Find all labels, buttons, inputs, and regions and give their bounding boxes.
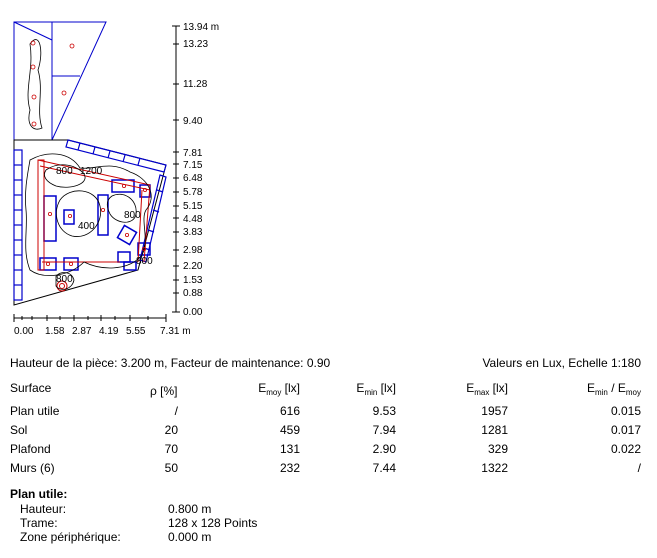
y-tick-label: 11.28 [183,79,208,90]
y-tick-label: 7.15 [183,160,203,171]
calc-points [46,183,147,266]
x-tick-label: 5.55 [126,326,146,337]
isoline-label: 800 [56,166,73,177]
y-tick-label: 7.81 [183,148,203,159]
emoy-e: E [258,381,267,395]
x-tick-label: 7.31 m [160,326,191,337]
y-tick-label: 5.78 [183,187,203,198]
row-ratio: 0.015 [610,404,641,418]
ratio-e1: E [586,381,595,395]
row-rho: 70 [164,442,178,456]
y-tick-label: 9.40 [183,116,203,127]
row-emin: 9.53 [372,404,396,418]
row-rho: 50 [164,461,178,475]
col-header-emax: Emax [lx] [430,381,508,400]
x-tick-label: 0.00 [14,326,34,337]
workplane-value: 0.000 m [168,530,212,544]
emin-e: E [356,381,365,395]
row-rho: 20 [164,423,178,437]
row-ratio: 0.017 [610,423,641,437]
row-emax: 1322 [481,461,508,475]
emoy-unit: [lx] [281,381,300,395]
y-tick-label: 3.83 [183,227,203,238]
ratio-sub1: min [594,388,608,397]
col-header-emin: Emin [lx] [320,381,396,400]
isoline-label: 800 [56,274,73,285]
highlight-outlines [37,159,151,292]
y-tick-label: 2.20 [183,261,203,272]
row-emax: 1957 [481,404,508,418]
y-tick-label: 5.15 [183,201,203,212]
y-tick-label: 6.48 [183,173,203,184]
isoline-label: 1200 [80,166,103,177]
workplane-label: Zone périphérique: [20,530,121,544]
units-scale-info: Valeurs en Lux, Echelle 1:180 [482,356,641,370]
x-tick-label: 1.58 [45,326,65,337]
upper-points [30,40,75,127]
row-emin: 7.94 [372,423,396,437]
floor-plan-drawing: 800 1200 800 400 800 800 13.94 m 13.23 1… [13,21,219,337]
row-emin: 2.90 [372,442,396,456]
row-surface: Sol [10,423,28,437]
vertical-scale [172,25,180,313]
row-surface: Plafond [10,442,51,456]
col-header-emoy: Emoy [lx] [230,381,300,400]
col-header-surface: Surface [10,381,52,395]
isolines [25,153,152,290]
emin-unit: [lx] [377,381,396,395]
col-header-uniformity: Emin / Emoy [540,381,641,400]
y-tick-label: 13.23 [183,39,208,50]
emax-unit: [lx] [489,381,508,395]
x-tick-label: 2.87 [72,326,92,337]
ratio-sub2: moy [625,388,641,397]
horizontal-scale-labels: 0.00 1.58 2.87 4.19 5.55 7.31 m [14,326,191,337]
y-tick-label: 13.94 m [183,22,219,33]
horizontal-scale [13,314,167,322]
workplane-value: 128 x 128 Points [168,516,258,530]
y-tick-label: 1.53 [183,275,203,286]
row-emax: 1281 [481,423,508,437]
row-emin: 7.44 [372,461,396,475]
workplane-label: Hauteur: [20,502,67,516]
row-surface: Plan utile [10,404,60,418]
row-emax: 329 [487,442,508,456]
col-header-reflectance: ρ [%] [150,384,178,398]
isoline-label: 800 [124,210,141,221]
row-emoy: 232 [279,461,300,475]
isoline-label: 400 [78,221,95,232]
y-tick-label: 2.98 [183,245,203,256]
emin-sub: min [364,388,378,397]
row-ratio: 0.022 [610,442,641,456]
x-tick-label: 4.19 [99,326,119,337]
row-emoy: 131 [279,442,300,456]
wall-luminaires [13,139,167,301]
ratio-e2: / E [607,381,626,395]
y-tick-label: 0.88 [183,288,203,299]
interior-luminaires [39,179,151,271]
isoline-labels: 800 1200 800 400 800 800 [56,166,153,285]
workplane-value: 0.800 m [168,502,212,516]
workplane-label: Trame: [20,516,58,530]
row-emoy: 616 [279,404,300,418]
emax-sub: max [474,388,490,397]
isoline-label: 800 [136,256,153,267]
upper-isoline [27,39,43,130]
y-tick-label: 0.00 [183,307,203,318]
row-emoy: 459 [279,423,300,437]
row-ratio: / [637,461,641,475]
y-tick-label: 4.48 [183,214,203,225]
emax-e: E [466,381,475,395]
emoy-sub: moy [266,388,282,397]
vertical-scale-labels: 13.94 m 13.23 11.28 9.40 7.81 7.15 6.48 … [183,22,219,318]
room-info: Hauteur de la pièce: 3.200 m, Facteur de… [10,356,331,370]
upper-room [13,21,107,141]
row-rho: / [174,404,178,418]
row-surface: Murs (6) [10,461,55,475]
workplane-title: Plan utile: [10,487,68,501]
